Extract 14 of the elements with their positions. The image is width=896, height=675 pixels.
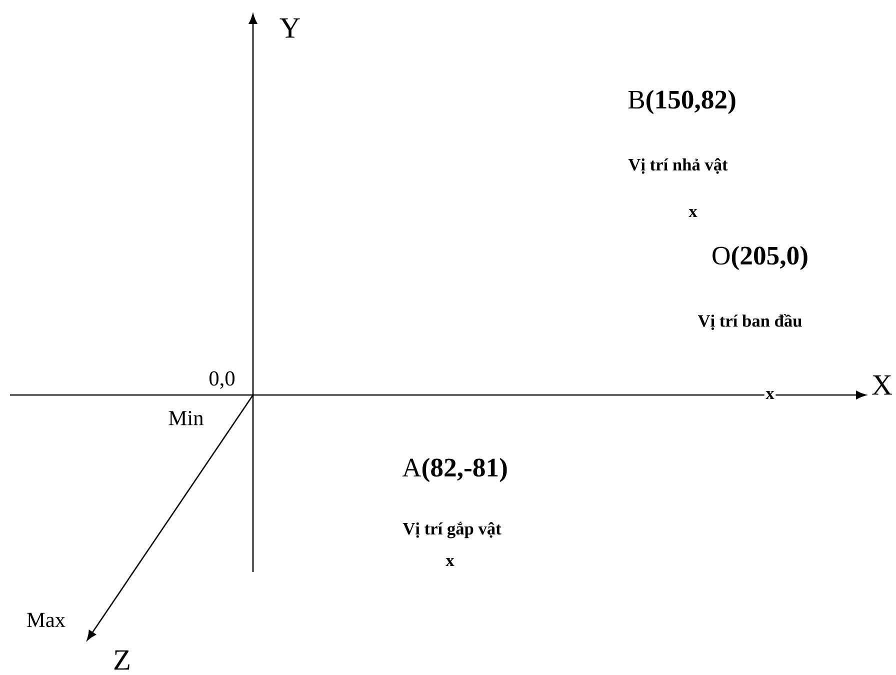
point-marker: x xyxy=(687,208,699,218)
point-label: A(82,-81) xyxy=(402,458,507,482)
point-label: B(150,82) xyxy=(628,90,736,114)
point-description: Vị trí gắp vật xyxy=(402,522,502,538)
range-label: Max xyxy=(27,612,66,628)
origin-label: 0,0 xyxy=(209,371,235,389)
range-label: Min xyxy=(168,410,204,426)
axis-label: Y xyxy=(280,18,300,38)
point-label: O(205,0) xyxy=(712,246,808,270)
point-marker: x xyxy=(444,556,456,568)
axis-label: Z xyxy=(114,650,130,670)
point-description: Vị trí ban đầu xyxy=(698,314,802,330)
point-description: Vị trí nhả vật xyxy=(628,158,728,174)
axis-label: X xyxy=(872,375,892,395)
